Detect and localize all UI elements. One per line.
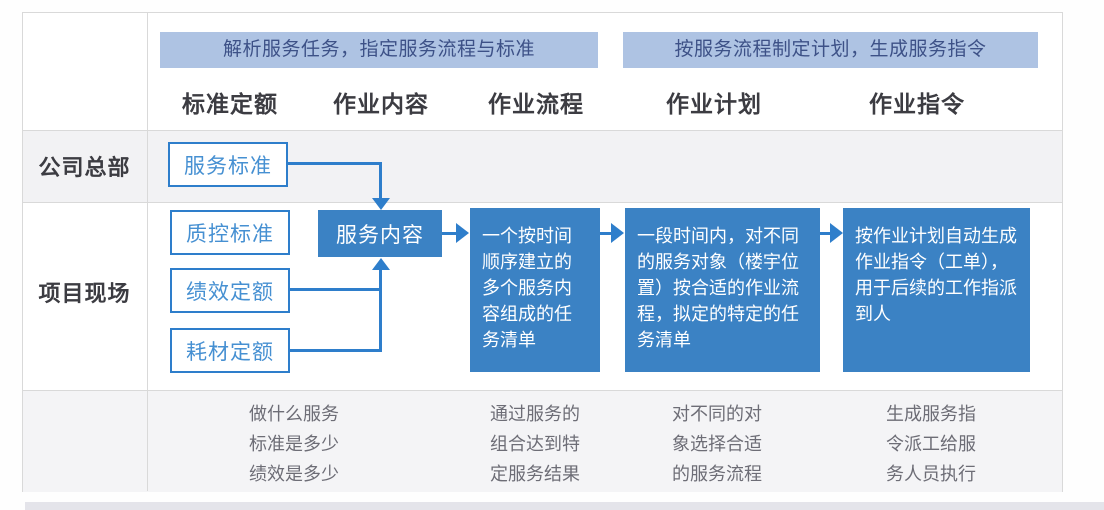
connector-plan-to-order — [820, 232, 831, 235]
note-work-flow: 通过服务的 组合达到特 定服务结果 — [490, 404, 580, 484]
grid-line-row2 — [23, 202, 1062, 203]
box-work-plan-description: 一段时间内，对不同 的服务对象（楼宇位 置）按合适的作业流 程，拟定的特定的任 … — [625, 208, 820, 372]
box-work-order-description: 按作业计划自动生成 作业指令（工单）， 用于后续的工作指派 到人 — [843, 208, 1030, 372]
column-header-work-content: 作业内容 — [333, 91, 429, 117]
note-work-order: 生成服务指 令派工给服 务人员执行 — [886, 404, 976, 484]
box-performance-quota: 绩效定额 — [170, 268, 290, 313]
box-work-flow-description: 一个按时间 顺序建立的 多个服务内 容组成的任 务清单 — [470, 208, 600, 372]
connector-quota-vertical — [379, 268, 382, 352]
connector-performance-horizontal — [290, 288, 382, 291]
grid-line-row3 — [23, 390, 1062, 391]
arrowhead-up-into-service-content — [372, 258, 390, 270]
grid-line-label-divider — [147, 13, 148, 491]
row-label-headquarters: 公司总部 — [38, 155, 131, 180]
note-standard-quota: 做什么服务 标准是多少 绩效是多少 — [249, 404, 339, 484]
column-header-work-plan: 作业计划 — [666, 91, 762, 117]
connector-consumable-horizontal — [290, 349, 382, 352]
connector-standard-horizontal — [288, 162, 382, 165]
arrowhead-into-work-plan — [611, 223, 624, 243]
arrowhead-into-work-flow — [456, 223, 469, 243]
column-header-work-order: 作业指令 — [869, 91, 965, 117]
notes-row-shading — [23, 390, 1062, 492]
column-header-standard-quota: 标准定额 — [182, 91, 278, 117]
arrowhead-down-into-service-content — [372, 198, 390, 210]
column-header-work-flow: 作业流程 — [488, 91, 584, 117]
phase-bar-1: 解析服务任务，指定服务流程与标准 — [160, 32, 598, 68]
box-service-content: 服务内容 — [318, 210, 442, 257]
box-consumable-quota: 耗材定额 — [170, 328, 290, 373]
note-work-plan: 对不同的对 象选择合适 的服务流程 — [672, 404, 762, 484]
box-quality-standard: 质控标准 — [170, 210, 290, 255]
connector-flow-to-plan — [600, 232, 612, 235]
box-service-standard: 服务标准 — [168, 142, 288, 187]
arrowhead-into-work-order — [830, 223, 843, 243]
phase-bar-2: 按服务流程制定计划，生成服务指令 — [623, 32, 1038, 68]
page-bottom-strip — [25, 502, 1104, 510]
connector-standard-vertical — [379, 162, 382, 200]
connector-content-to-flow — [442, 232, 457, 235]
row-label-project-site: 项目现场 — [38, 281, 131, 306]
grid-line-row1 — [23, 130, 1062, 131]
